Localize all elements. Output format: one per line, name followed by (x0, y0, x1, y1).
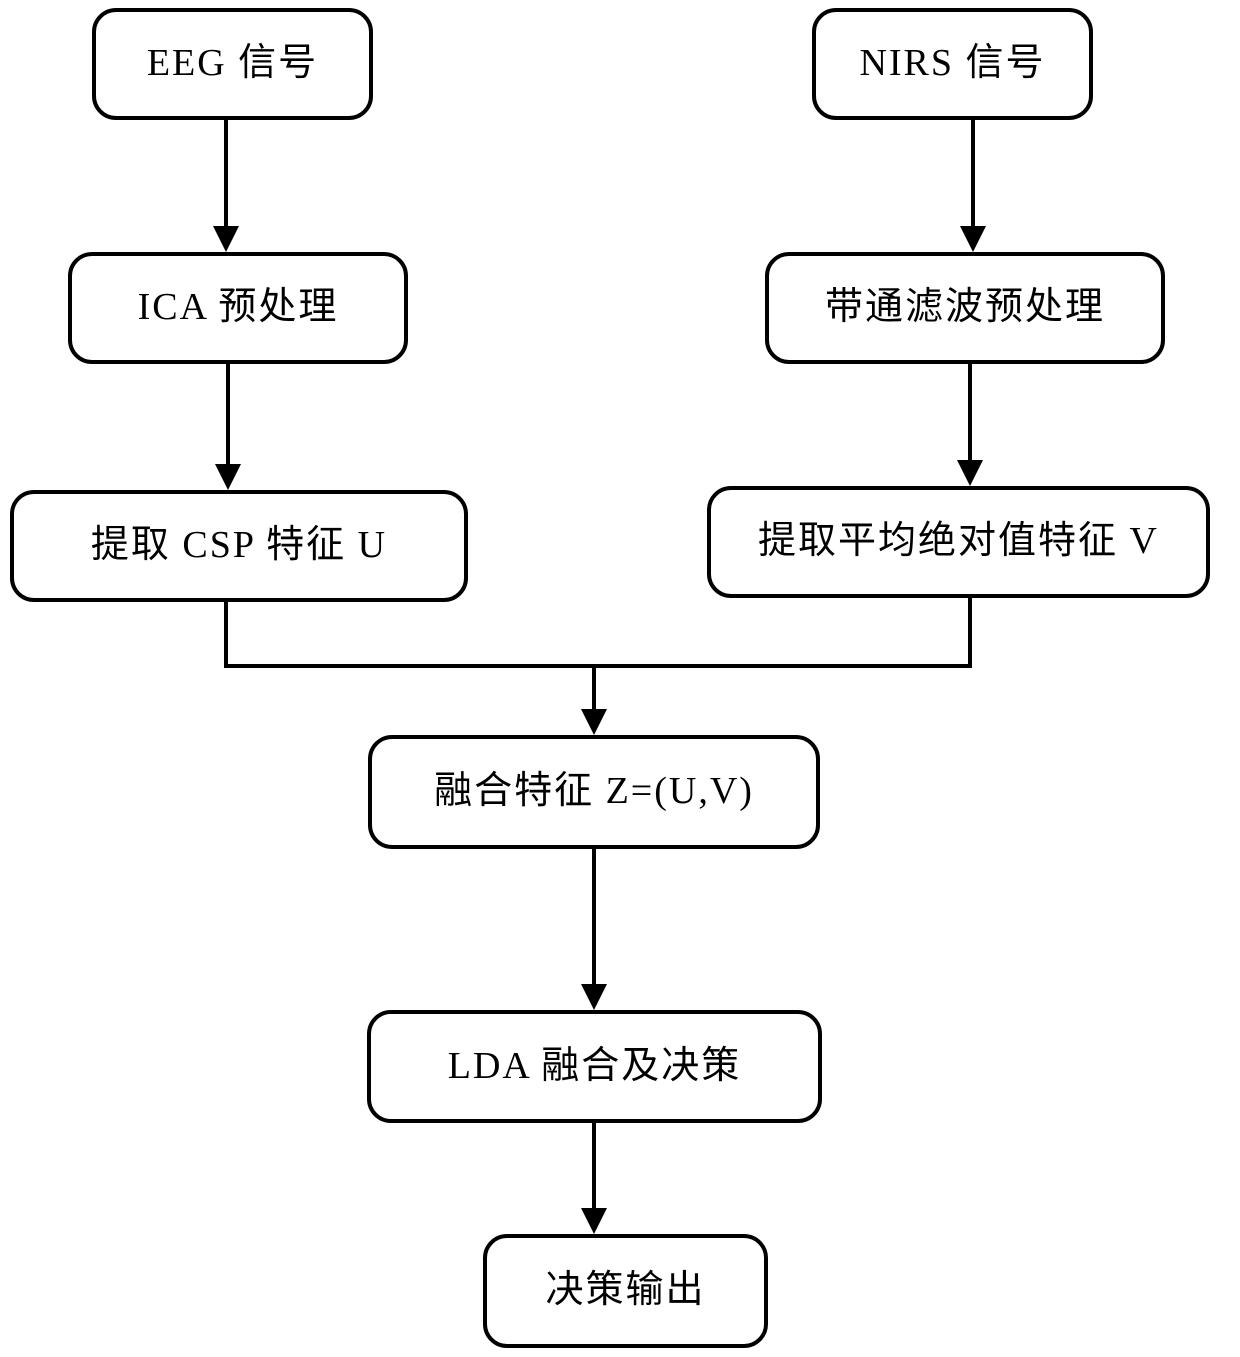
node-eeg-signal-label: EEG 信号 (146, 42, 319, 85)
node-ica-preprocessing-label: ICA 预处理 (137, 286, 339, 329)
node-fused-feature: 融合特征 Z=(U,V) (368, 735, 820, 849)
node-bandpass-preprocessing-label: 带通滤波预处理 (824, 286, 1105, 329)
node-mav-feature-extraction-label: 提取平均绝对值特征 V (758, 520, 1159, 563)
edge-merge-to-fusion (224, 598, 972, 735)
node-eeg-signal: EEG 信号 (92, 8, 373, 120)
node-nirs-signal: NIRS 信号 (812, 8, 1093, 120)
node-csp-feature-extraction: 提取 CSP 特征 U (10, 490, 468, 602)
node-lda-fusion-decision: LDA 融合及决策 (367, 1010, 822, 1123)
edge-nirs-to-bandpass (960, 120, 986, 252)
node-fused-feature-label: 融合特征 Z=(U,V) (434, 770, 754, 813)
node-bandpass-preprocessing: 带通滤波预处理 (765, 252, 1165, 364)
node-decision-output: 决策输出 (483, 1234, 768, 1348)
edge-bandpass-to-mav (957, 364, 983, 486)
node-mav-feature-extraction: 提取平均绝对值特征 V (707, 486, 1210, 598)
edge-fusion-to-lda (581, 849, 607, 1010)
node-nirs-signal-label: NIRS 信号 (859, 42, 1046, 85)
edge-eeg-to-ica (213, 120, 239, 252)
edge-lda-to-output (581, 1123, 607, 1234)
node-lda-fusion-decision-label: LDA 融合及决策 (447, 1044, 742, 1087)
node-ica-preprocessing: ICA 预处理 (68, 252, 408, 364)
edge-ica-to-csp (215, 364, 241, 490)
node-decision-output-label: 决策输出 (545, 1269, 706, 1312)
node-csp-feature-extraction-label: 提取 CSP 特征 U (90, 524, 388, 567)
